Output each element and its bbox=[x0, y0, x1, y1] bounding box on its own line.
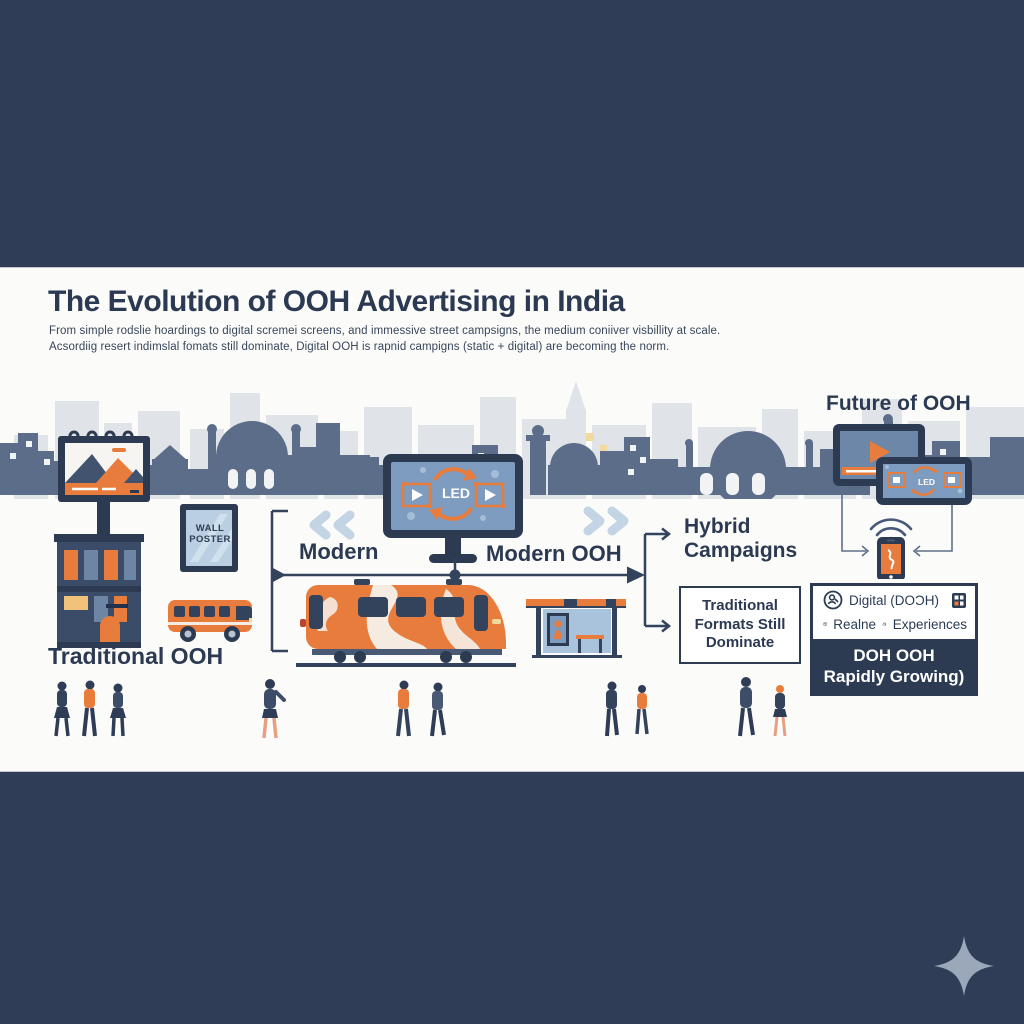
stage-label-future-of-ooh: Future of OOH bbox=[826, 392, 971, 415]
panel-footer-line-2: Rapidly Growing) bbox=[823, 667, 965, 686]
content-band: The Evolution of OOH Advertising in Indi… bbox=[0, 267, 1024, 772]
person-circle-icon bbox=[823, 590, 843, 610]
pedestrian-group-4 bbox=[738, 677, 787, 737]
pedestrian-group-2 bbox=[396, 680, 446, 737]
subtitle-line-2: Acsordiig resert indimslal fomats still … bbox=[49, 341, 670, 353]
page-title: The Evolution of OOH Advertising in Indi… bbox=[48, 285, 625, 318]
panel-footer: DOH OOH Rapidly Growing) bbox=[813, 639, 975, 693]
panel-footer-line-1: DOH OOH bbox=[853, 645, 935, 665]
panel-row-digital-label: Digital (DOϽH) bbox=[849, 592, 940, 608]
sketch-experience-icon bbox=[882, 622, 887, 626]
subtitle-line-1: From simple rodslie hoardings to digital… bbox=[49, 325, 721, 337]
double-chevron-right-icon bbox=[583, 506, 629, 536]
future-devices-illustration bbox=[833, 424, 972, 579]
building-illustration bbox=[54, 534, 144, 648]
traditional-formats-box: Traditional Formats Still Dominate bbox=[679, 586, 801, 664]
future-summary-panel: Digital (DOϽH) Realne bbox=[810, 583, 978, 696]
led-screen-illustration bbox=[383, 454, 523, 563]
bus-stop-illustration bbox=[526, 599, 626, 658]
stage-label-modern: Modern bbox=[299, 539, 379, 564]
qr-grid-icon bbox=[952, 592, 966, 608]
stage-label-hybrid-campaigns: Hybrid Campaigns bbox=[684, 515, 798, 563]
stage-label-traditional-ooh: Traditional OOH bbox=[48, 643, 224, 669]
stage-label-modern-ooh: Modern OOH bbox=[486, 541, 622, 566]
panel-row-experiences-label-b: Experiences bbox=[892, 616, 967, 632]
train-illustration bbox=[296, 579, 516, 667]
funnel-circle-icon bbox=[823, 622, 828, 626]
billboard-illustration bbox=[58, 430, 150, 534]
timeline-connector bbox=[270, 509, 672, 653]
panel-row-digital: Digital (DOϽH) bbox=[813, 586, 975, 610]
panel-row-experiences-label-a: Realne bbox=[833, 616, 877, 632]
pedestrian-single bbox=[262, 679, 286, 739]
pedestrian-group-3 bbox=[605, 681, 649, 737]
wall-poster-illustration bbox=[180, 504, 238, 572]
wall-poster-text: WALL POSTER bbox=[189, 523, 231, 546]
panel-row-experiences: Realne Experiences bbox=[813, 610, 975, 634]
led-screen-text: LED bbox=[442, 485, 470, 501]
double-chevron-left-icon bbox=[309, 510, 355, 540]
bus-illustration bbox=[168, 600, 252, 642]
pedestrian-group-1 bbox=[54, 680, 126, 737]
tablet-screen-text: LED bbox=[918, 477, 935, 487]
sparkle-icon bbox=[934, 936, 994, 996]
